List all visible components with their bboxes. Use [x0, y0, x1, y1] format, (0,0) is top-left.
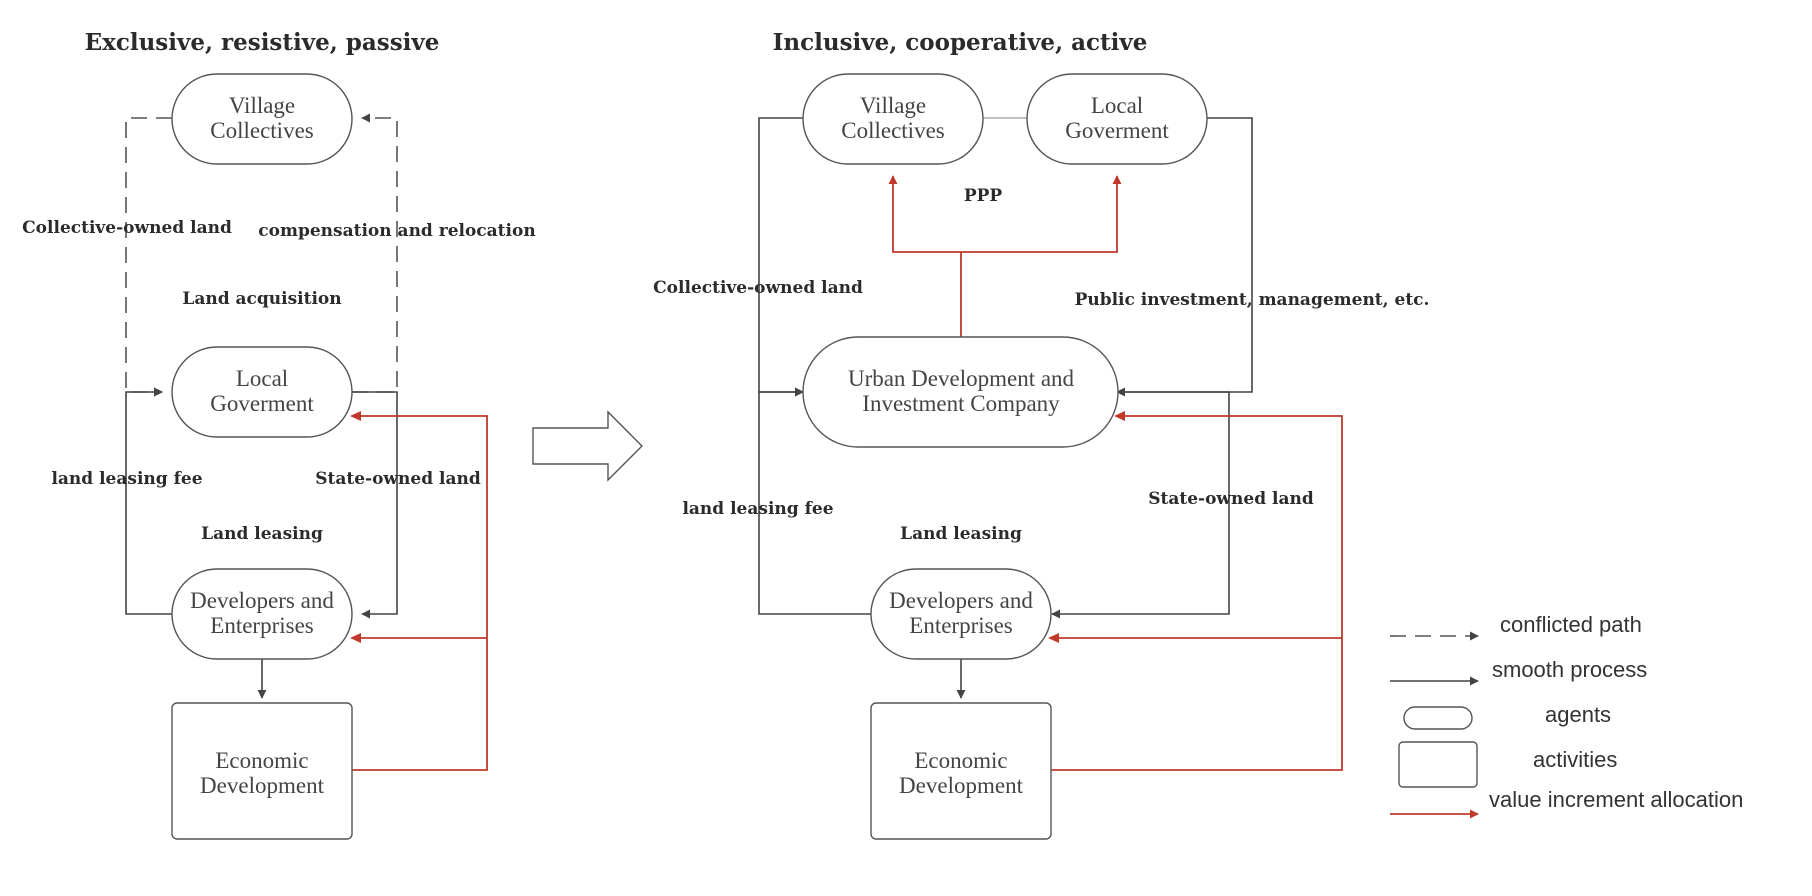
right-value-arrowhead-udic — [1114, 411, 1125, 421]
left-compensation-label: compensation and relocation — [258, 221, 535, 241]
right-leasing-fee-label: land leasing fee — [682, 499, 833, 519]
left-developers-node — [171, 568, 353, 660]
left-acquisition-label: Land acquisition — [182, 289, 341, 309]
right-dev-label-2: Enterprises — [909, 613, 1013, 638]
legend-agents-label: agents — [1545, 702, 1611, 727]
left-dashed-collective-land-path — [125, 117, 172, 397]
right-collective-land-label: Collective-owned land — [653, 278, 863, 298]
left-value-arrowhead-dev — [350, 633, 361, 643]
right-developers-node — [870, 568, 1052, 660]
right-gov-label-1: Local — [1091, 93, 1143, 118]
right-state-land-label: State-owned land — [1148, 489, 1314, 509]
legend-activities-shape — [1398, 741, 1478, 788]
left-dev-label-2: Enterprises — [210, 613, 314, 638]
left-local-government-node — [171, 346, 353, 438]
right-value-arrowhead-dev — [1048, 633, 1059, 643]
left-panel: Exclusive, resistive, passive Village Co… — [22, 29, 536, 840]
left-dev-label-1: Developers and — [190, 588, 334, 613]
legend-activities-label: activities — [1533, 747, 1617, 772]
right-village-label-1: Village — [860, 93, 926, 118]
left-value-arrowhead-gov — [350, 411, 361, 421]
left-leasing-label: Land leasing — [201, 524, 323, 544]
right-state-land-path — [1051, 391, 1230, 619]
right-ppp-label: PPP — [964, 186, 1003, 206]
right-eco-label-1: Economic — [914, 748, 1007, 773]
right-udic-label-2: Investment Company — [862, 391, 1060, 416]
right-ppp-to-gov-path — [961, 175, 1122, 253]
legend-smooth-label: smooth process — [1492, 657, 1647, 682]
left-gov-label-2: Goverment — [210, 391, 314, 416]
left-value-allocation-path — [352, 415, 488, 771]
right-economic-development-node — [870, 702, 1052, 840]
right-eco-label-2: Development — [899, 773, 1024, 798]
right-udic-node — [802, 336, 1119, 448]
left-panel-title: Exclusive, resistive, passive — [85, 29, 440, 56]
right-collective-land-path — [758, 117, 804, 397]
legend-agents-shape — [1403, 706, 1473, 730]
right-leasing-fee-path — [758, 387, 871, 615]
right-udic-label-1: Urban Development and — [848, 366, 1075, 391]
left-state-land-label: State-owned land — [315, 469, 481, 489]
right-gov-label-2: Goverment — [1065, 118, 1169, 143]
right-panel-title: Inclusive, cooperative, active — [773, 29, 1148, 56]
left-economic-development-node — [171, 702, 353, 840]
right-village-collectives-node — [802, 73, 984, 165]
left-state-land-path — [352, 391, 398, 619]
left-village-label-2: Collectives — [210, 118, 314, 143]
right-dev-label-1: Developers and — [889, 588, 1033, 613]
right-local-government-node — [1026, 73, 1208, 165]
left-dashed-compensation-path — [352, 113, 398, 393]
left-leasing-fee-path — [125, 387, 172, 615]
left-collective-land-label: Collective-owned land — [22, 218, 232, 238]
right-public-investment-label: Public investment, management, etc. — [1075, 290, 1430, 310]
right-panel: Inclusive, cooperative, active Village C… — [653, 29, 1430, 840]
legend-value-label: value increment allocation — [1489, 787, 1743, 812]
right-village-label-2: Collectives — [841, 118, 945, 143]
left-gov-label-1: Local — [236, 366, 288, 391]
transition-arrow — [532, 410, 643, 482]
left-leasing-fee-label: land leasing fee — [51, 469, 202, 489]
left-eco-label-2: Development — [200, 773, 325, 798]
legend: conflicted path smooth process agents ac… — [1390, 612, 1743, 819]
right-leasing-label: Land leasing — [900, 524, 1022, 544]
legend-conflicted-label: conflicted path — [1500, 612, 1642, 637]
left-village-label-1: Village — [229, 93, 295, 118]
right-value-allocation-path — [1051, 415, 1343, 771]
left-village-collectives-node — [171, 73, 353, 165]
left-eco-label-1: Economic — [215, 748, 308, 773]
right-ppp-to-village-path — [888, 175, 961, 253]
